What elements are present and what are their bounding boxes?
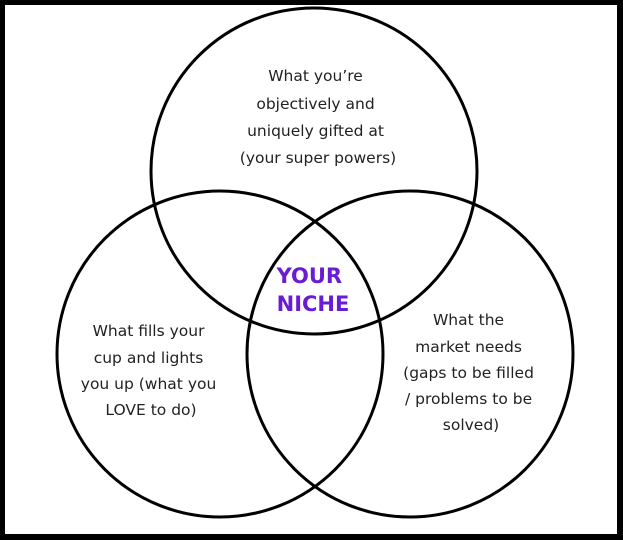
right-circle — [245, 189, 575, 519]
right-circle-line: market needs — [415, 338, 522, 356]
right-circle-line: (gaps to be filled — [403, 364, 534, 382]
left-circle-line: cup and lights — [94, 349, 204, 367]
center-line-your: YOUR — [276, 264, 343, 288]
left-circle-label: What fills your cup and lights you up (w… — [81, 322, 221, 419]
top-circle-line: uniquely gifted at — [247, 122, 384, 140]
center-line-niche: NICHE — [277, 292, 350, 316]
left-circle — [55, 189, 385, 519]
right-circle-line: What the — [433, 311, 504, 329]
top-circle-line: (your super powers) — [240, 149, 396, 167]
left-circle-line: you up (what you — [81, 375, 217, 393]
right-circle-line: solved) — [443, 416, 499, 434]
top-circle-label: What you’re objectively and uniquely gif… — [240, 67, 396, 167]
top-circle-line: What you’re — [268, 67, 363, 85]
left-circle-line: What fills your — [93, 322, 206, 340]
right-circle-line: / problems to be — [405, 390, 532, 408]
top-circle-line: objectively and — [256, 95, 374, 113]
right-circle-label: What the market needs (gaps to be filled… — [403, 311, 539, 434]
left-circle-line: LOVE to do) — [105, 401, 196, 419]
diagram-background — [5, 5, 617, 534]
center-label: YOUR NICHE — [276, 264, 350, 316]
top-circle — [149, 6, 479, 336]
